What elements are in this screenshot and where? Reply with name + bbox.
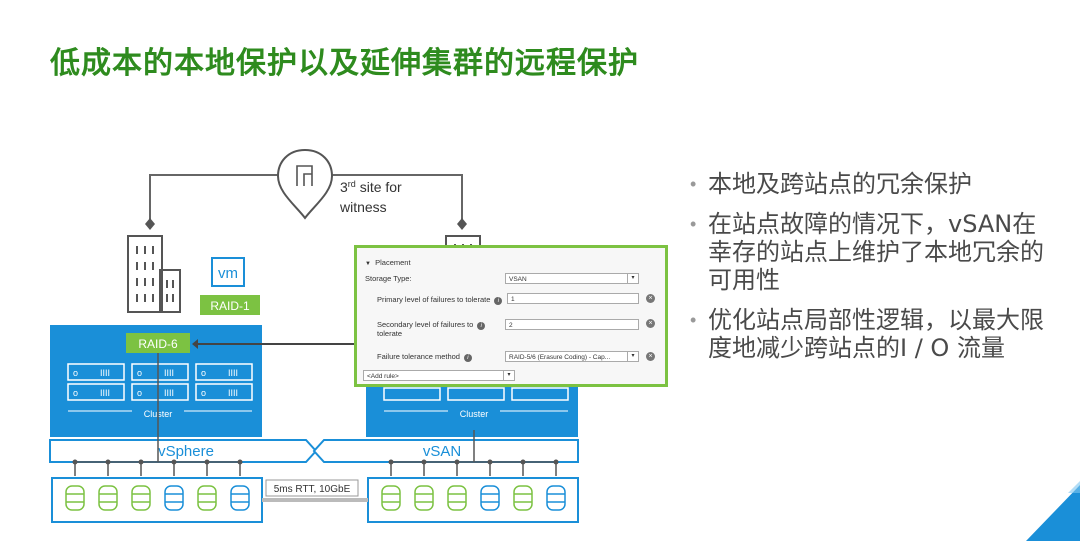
witness-label-line2: witness <box>339 199 387 215</box>
svg-text:o: o <box>201 368 206 378</box>
raid1-badge <box>200 295 260 315</box>
svg-text:o: o <box>137 388 142 398</box>
bullet-dot-icon: • <box>690 174 697 194</box>
bullet-text: 在站点故障的情况下，vSAN在幸存的站点上维护了本地冗余的可用性 <box>708 210 1044 294</box>
storage-type-select[interactable]: VSAN▾ <box>505 273 639 284</box>
svg-text:vm: vm <box>218 265 238 282</box>
bullet-dot-icon: • <box>690 310 697 330</box>
svg-text:o: o <box>73 368 78 378</box>
svg-text:IIII: IIII <box>100 388 110 398</box>
raid6-label: RAID-6 <box>138 337 178 351</box>
placement-header[interactable]: ▼ Placement <box>365 258 411 267</box>
svg-text:IIII: IIII <box>228 368 238 378</box>
stretched-cluster-diagram: 3rd site for witness vm RAID-1 RAID-6 <box>49 148 579 523</box>
sftt-label-line2: tolerate <box>377 329 403 338</box>
bullet-list: • 本地及跨站点的冗余保护 • 在站点故障的情况下，vSAN在幸存的站点上维护了… <box>690 170 1060 374</box>
svg-text:o: o <box>201 388 206 398</box>
server-group-left <box>67 363 253 401</box>
building-icon <box>127 235 181 313</box>
bullet-item: • 在站点故障的情况下，vSAN在幸存的站点上维护了本地冗余的可用性 <box>690 210 1060 294</box>
network-band <box>49 439 579 463</box>
svg-text:IIII: IIII <box>164 388 174 398</box>
svg-text:IIII: IIII <box>100 368 110 378</box>
vsan-label: vSAN <box>423 443 461 460</box>
info-icon[interactable]: i <box>494 297 503 305</box>
raid1-label: RAID-1 <box>210 299 250 313</box>
disk-icons <box>65 485 566 511</box>
remove-icon[interactable]: × <box>646 352 655 361</box>
bullet-dot-icon: • <box>690 214 697 234</box>
link-label: 5ms RTT, 10GbE <box>274 484 351 495</box>
add-rule-select[interactable]: <Add rule>▾ <box>363 370 515 381</box>
sftt-input[interactable]: 2 <box>505 319 639 330</box>
page-title: 低成本的本地保护以及延伸集群的远程保护 <box>50 46 639 81</box>
raid6-badge <box>126 333 190 353</box>
bullet-item: • 本地及跨站点的冗余保护 <box>690 170 1060 198</box>
cluster-right-label: Cluster <box>460 409 489 419</box>
corner-decoration <box>1026 481 1080 541</box>
svg-text:IIII: IIII <box>228 388 238 398</box>
svg-text:o: o <box>73 388 78 398</box>
pftt-input[interactable]: 1 <box>507 293 639 304</box>
remove-icon[interactable]: × <box>646 319 655 328</box>
svg-text:IIII: IIII <box>164 368 174 378</box>
bullet-text: 本地及跨站点的冗余保护 <box>708 170 972 198</box>
storage-right <box>367 477 579 523</box>
placement-panel: ▼ Placement Storage Type: VSAN▾ Primary … <box>354 245 668 387</box>
info-icon[interactable]: i <box>463 354 472 362</box>
bullet-text: 优化站点局部性逻辑，以最大限度地减少跨站点的I / O 流量 <box>708 306 1044 362</box>
info-icon[interactable]: i <box>477 322 486 330</box>
storage-type-label: Storage Type: <box>365 274 412 283</box>
bullet-item: • 优化站点局部性逻辑，以最大限度地减少跨站点的I / O 流量 <box>690 306 1060 362</box>
ftm-select[interactable]: RAID-5/6 (Erasure Coding) - Cap...▾ <box>505 351 639 362</box>
vsphere-label: vSphere <box>158 443 214 460</box>
remove-icon[interactable]: × <box>646 294 655 303</box>
svg-text:o: o <box>137 368 142 378</box>
witness-label: 3rd site for <box>340 179 402 195</box>
witness-pin-icon <box>276 148 334 220</box>
vm-icon: vm <box>211 257 245 287</box>
